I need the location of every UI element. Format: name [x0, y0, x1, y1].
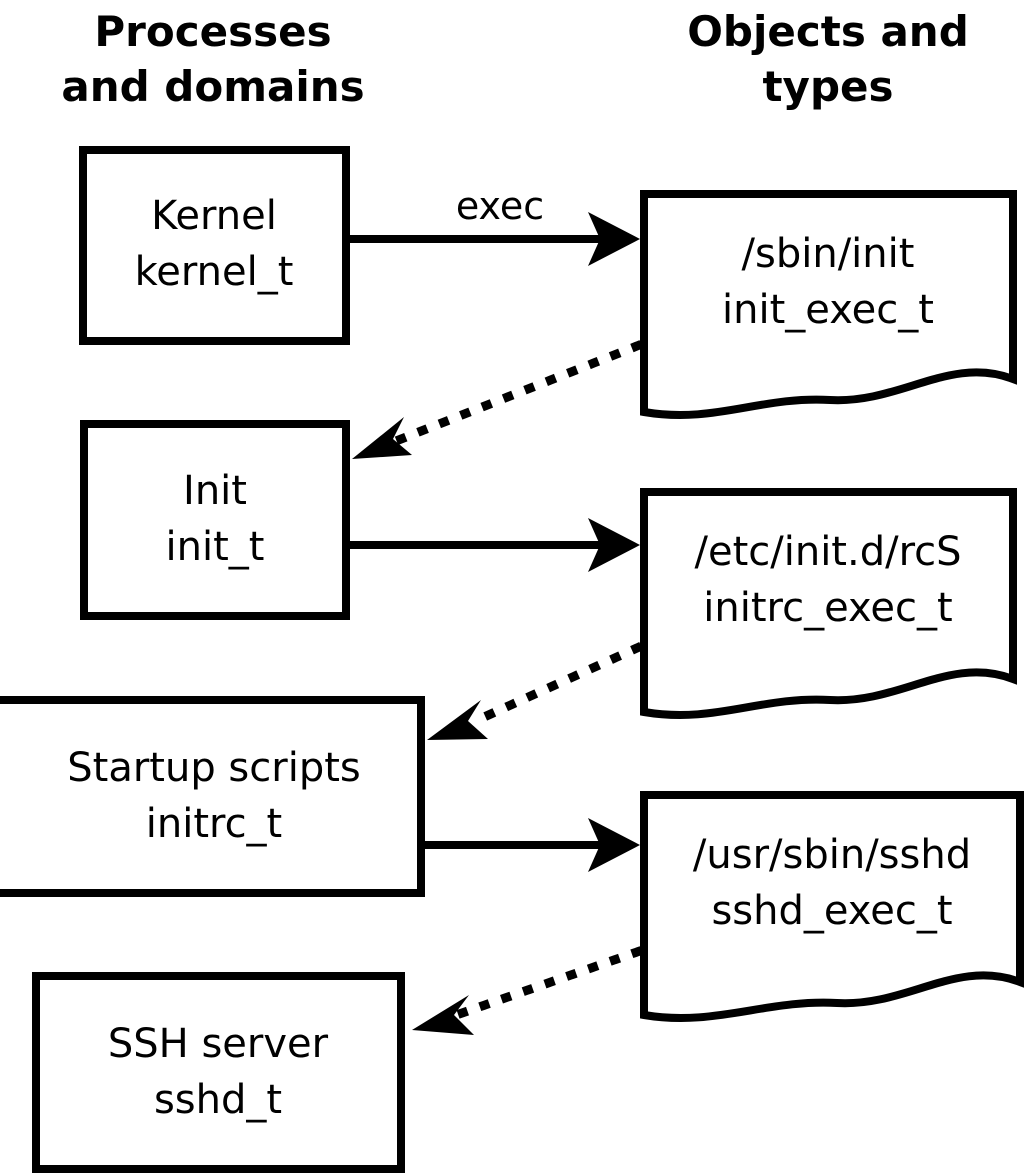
node-init[interactable]: Init init_t	[80, 420, 350, 620]
node-initrc_exec-line1: /etc/init.d/rcS	[694, 529, 961, 575]
edge-line-sshd_exec-sshd	[456, 946, 643, 1019]
node-initrc-line1: Startup scripts	[67, 745, 360, 791]
node-init-line2: init_t	[166, 524, 265, 570]
node-initrc[interactable]: Startup scripts initrc_t	[0, 696, 425, 897]
node-initrc-box[interactable]	[0, 696, 425, 897]
edge-kernel-exec-init_exec: exec	[350, 184, 640, 266]
arrowhead-initrc-sshd_exec	[588, 818, 640, 872]
heading-processes-line1: Processes	[94, 7, 331, 56]
edge-sshd_exec-transition-sshd	[412, 946, 643, 1035]
heading-processes-line2: and domains	[61, 62, 364, 111]
edge-initrc-exec-sshd_exec	[425, 818, 640, 872]
node-kernel-line2: kernel_t	[135, 249, 294, 295]
node-sshd_exec-line2: sshd_exec_t	[711, 888, 952, 934]
node-sshd_exec-line1: /usr/sbin/sshd	[693, 832, 971, 878]
heading-objects-line2: types	[762, 62, 893, 111]
node-initrc-line2: initrc_t	[146, 801, 283, 847]
column-heading-objects: Objects and types	[687, 7, 969, 111]
edge-line-initrc_exec-initrc	[467, 642, 643, 728]
node-init-line1: Init	[183, 468, 247, 514]
edge-line-init_exec-init	[390, 340, 643, 447]
column-heading-processes: Processes and domains	[61, 7, 364, 111]
node-sshd_exec[interactable]: /usr/sbin/sshd sshd_exec_t	[640, 791, 1024, 1022]
node-init_exec-line2: init_exec_t	[722, 287, 934, 333]
node-sshd-line1: SSH server	[108, 1021, 329, 1067]
node-initrc_exec[interactable]: /etc/init.d/rcS initrc_exec_t	[640, 488, 1017, 719]
heading-objects-line1: Objects and	[687, 7, 969, 56]
node-init_exec-document[interactable]	[640, 190, 1017, 419]
node-initrc_exec-line2: initrc_exec_t	[703, 585, 952, 631]
arrowhead-sshd_exec-sshd	[412, 995, 474, 1035]
edge-init_exec-transition-init	[352, 340, 643, 459]
arrowhead-init_exec-init	[352, 417, 412, 459]
arrowhead-init-initrc_exec	[588, 518, 640, 572]
arrowhead-initrc_exec-initrc	[427, 700, 488, 740]
node-sshd[interactable]: SSH server sshd_t	[32, 972, 405, 1173]
node-kernel[interactable]: Kernel kernel_t	[79, 146, 350, 345]
node-init_exec[interactable]: /sbin/init init_exec_t	[640, 190, 1017, 419]
node-sshd_exec-document[interactable]	[640, 791, 1024, 1022]
arrowhead-kernel-init_exec	[588, 212, 640, 266]
edge-initrc_exec-transition-initrc	[427, 642, 643, 740]
edge-label-exec: exec	[456, 184, 544, 228]
edge-init-exec-initrc_exec	[350, 518, 640, 572]
node-kernel-line1: Kernel	[151, 193, 277, 239]
node-init-box[interactable]	[80, 420, 350, 620]
node-initrc_exec-document[interactable]	[640, 488, 1017, 719]
node-kernel-box[interactable]	[79, 146, 350, 345]
node-init_exec-line1: /sbin/init	[742, 231, 915, 277]
node-sshd-box[interactable]	[32, 972, 405, 1173]
node-sshd-line2: sshd_t	[154, 1077, 282, 1123]
